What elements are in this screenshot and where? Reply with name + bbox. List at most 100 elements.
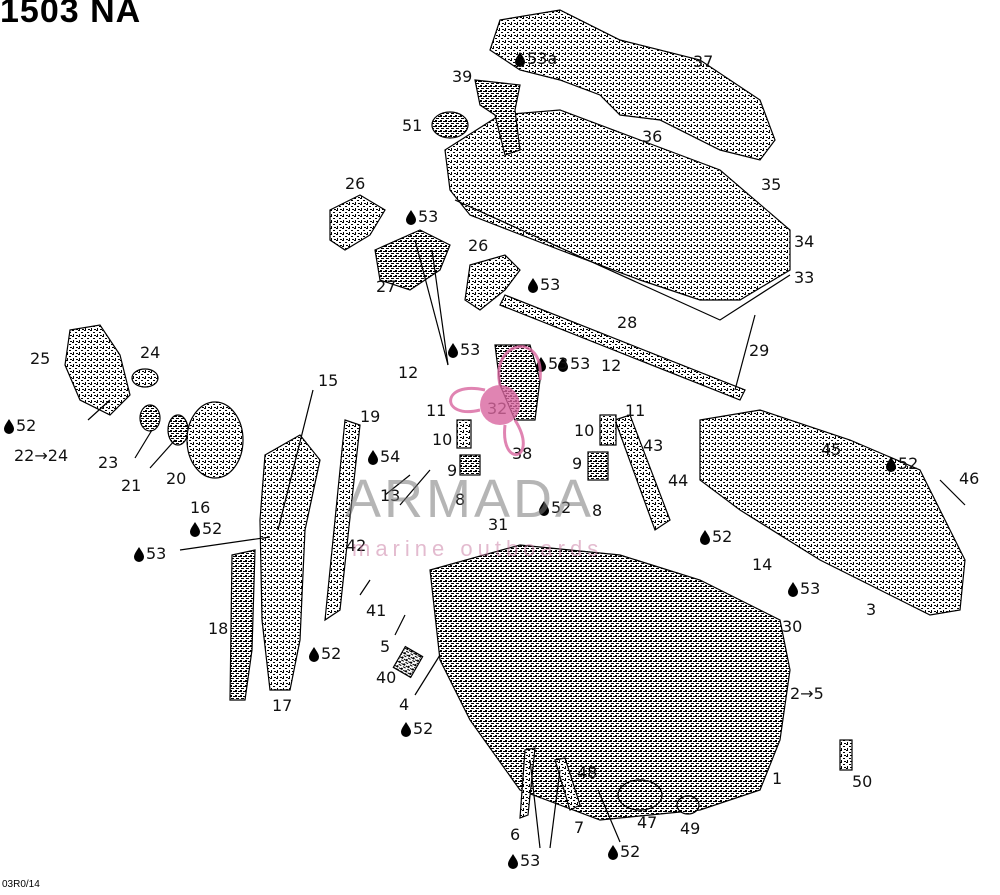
callout-label: 36 (642, 127, 662, 146)
callout-label: 31 (488, 515, 508, 534)
o-ring-24 (131, 368, 159, 388)
callout-label: 26 (468, 236, 488, 255)
callout-label: 28 (617, 313, 637, 332)
callout-label: 11 (625, 401, 645, 420)
callout-label: 2→5 (790, 684, 824, 703)
oil-drop-icon (134, 547, 144, 562)
callout-label: 26 (345, 174, 365, 193)
rocker-shaft-28 (499, 294, 746, 401)
callout-label: 53 (570, 354, 590, 373)
oil-drop-icon (700, 530, 710, 545)
watermark-brand: ARMADA (345, 469, 595, 529)
callout-label: 3 (866, 600, 876, 619)
valve-7 (554, 757, 581, 811)
oil-drop-icon (190, 522, 200, 537)
leader-lines (87, 239, 621, 849)
callout-label: 12 (601, 356, 621, 375)
callout-label: 53 (548, 354, 568, 373)
callout-label: 52 (898, 454, 918, 473)
timing-chain-15 (259, 434, 321, 691)
tube-43 (614, 414, 671, 531)
callout-label: 1 (772, 769, 782, 788)
callout-label: 33 (794, 268, 814, 287)
callout-label: 19 (360, 407, 380, 426)
callout-label: 11 (426, 401, 446, 420)
callout-label: 29 (749, 341, 769, 360)
callout-label: 53 (146, 544, 166, 563)
fitting-50 (839, 739, 853, 771)
stud-29 (734, 314, 756, 391)
callout-label: 9 (447, 461, 457, 480)
rocker-arm-26b (464, 254, 521, 311)
callout-label: 52 (202, 519, 222, 538)
callout-label: 51 (402, 116, 422, 135)
callout-label: 53 (800, 579, 820, 598)
callout-label: 38 (512, 444, 532, 463)
callout-label: 9 (572, 454, 582, 473)
callout-label: 14 (752, 555, 772, 574)
callout-label: 15 (318, 371, 338, 390)
callout-label: 39 (452, 67, 472, 86)
callout-label: 23 (98, 453, 118, 472)
callout-label: 43 (643, 436, 663, 455)
callout-label: 17 (272, 696, 292, 715)
callout-label: 42 (346, 536, 366, 555)
callout-label: 53 (460, 340, 480, 359)
callout-label: 16 (190, 498, 210, 517)
valve-9b (587, 451, 609, 481)
callout-label: 13 (380, 486, 400, 505)
callout-label: 54 (380, 447, 400, 466)
callout-label: 53 (520, 851, 540, 870)
callout-label: 45 (821, 440, 841, 459)
injector-40 (392, 645, 424, 679)
callout-label: 52 (551, 498, 571, 517)
manifold-45 (699, 409, 966, 616)
seal-23 (139, 404, 161, 432)
callout-label: 7 (574, 818, 584, 837)
oil-drop-icon (788, 582, 798, 597)
callout-label: 53a (527, 49, 557, 68)
callout-label: 21 (121, 476, 141, 495)
valve-9a (459, 454, 481, 476)
callout-label: 27 (376, 277, 396, 296)
bolt-46 (939, 479, 966, 506)
drawing-code: 03R0/14 (2, 879, 40, 890)
callout-label: 52 (321, 644, 341, 663)
callout-label: 46 (959, 469, 979, 488)
cam-gear-27 (374, 229, 451, 291)
callout-label: 37 (693, 52, 713, 71)
cap-51 (431, 111, 469, 139)
callout-label: 25 (30, 349, 50, 368)
oil-drop-icon (508, 854, 518, 869)
callout-label: 49 (680, 819, 700, 838)
oil-drop-icon (558, 357, 568, 372)
cylinder-head-cover (444, 109, 791, 301)
pump-housing-22 (64, 324, 131, 416)
oil-drop-icon (406, 210, 416, 225)
spring-10b (599, 414, 617, 446)
callout-label: 53 (418, 207, 438, 226)
callout-label: 8 (455, 490, 465, 509)
callout-label: 52 (16, 416, 36, 435)
cylinder-block-1 (429, 544, 791, 821)
callout-label: 47 (637, 813, 657, 832)
callout-label: 5 (380, 637, 390, 656)
watermark-propeller-icon (449, 345, 542, 456)
callout-label: 22→24 (14, 446, 68, 465)
oil-drop-icon (4, 419, 14, 434)
chain-guide-18 (229, 549, 256, 701)
plug-49 (676, 795, 700, 815)
watermark-subtitle: marine outboards (352, 536, 604, 561)
callout-label: 18 (208, 619, 228, 638)
bolt-39 (474, 79, 521, 156)
callout-label: 52 (712, 527, 732, 546)
callout-label: 40 (376, 668, 396, 687)
oil-drop-icon (886, 457, 896, 472)
callout-label: 44 (668, 471, 688, 490)
valve-cover-37 (489, 9, 776, 161)
spring-10a (456, 419, 472, 449)
oil-drop-icon (515, 52, 525, 67)
callout-label: 52 (620, 842, 640, 861)
